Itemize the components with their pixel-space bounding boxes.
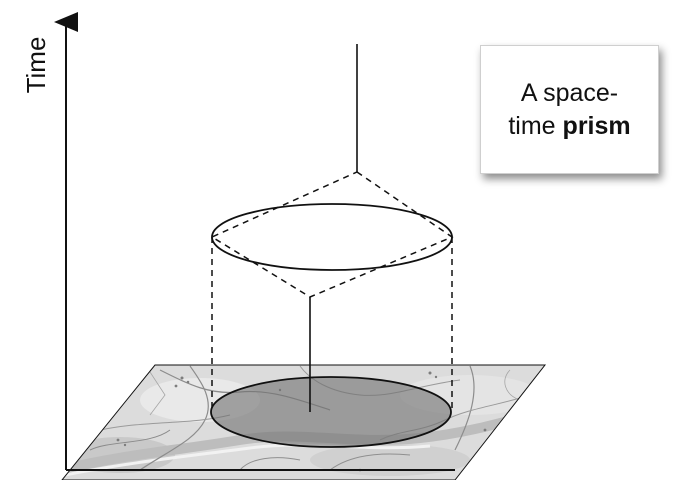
prism-diamond: [210, 171, 454, 298]
callout-text-prism: prism: [562, 111, 631, 140]
callout-line-2: time prism: [508, 110, 630, 143]
callout-line-1: A space-: [520, 78, 619, 107]
callout-text-time: time: [508, 111, 563, 140]
prism-ellipse: [211, 203, 453, 271]
reachable-area-disc: [210, 376, 452, 448]
map-plane-outline: [61, 364, 547, 480]
time-axis-label: Time: [20, 36, 51, 94]
callout-box: A space- time prism: [480, 45, 659, 174]
